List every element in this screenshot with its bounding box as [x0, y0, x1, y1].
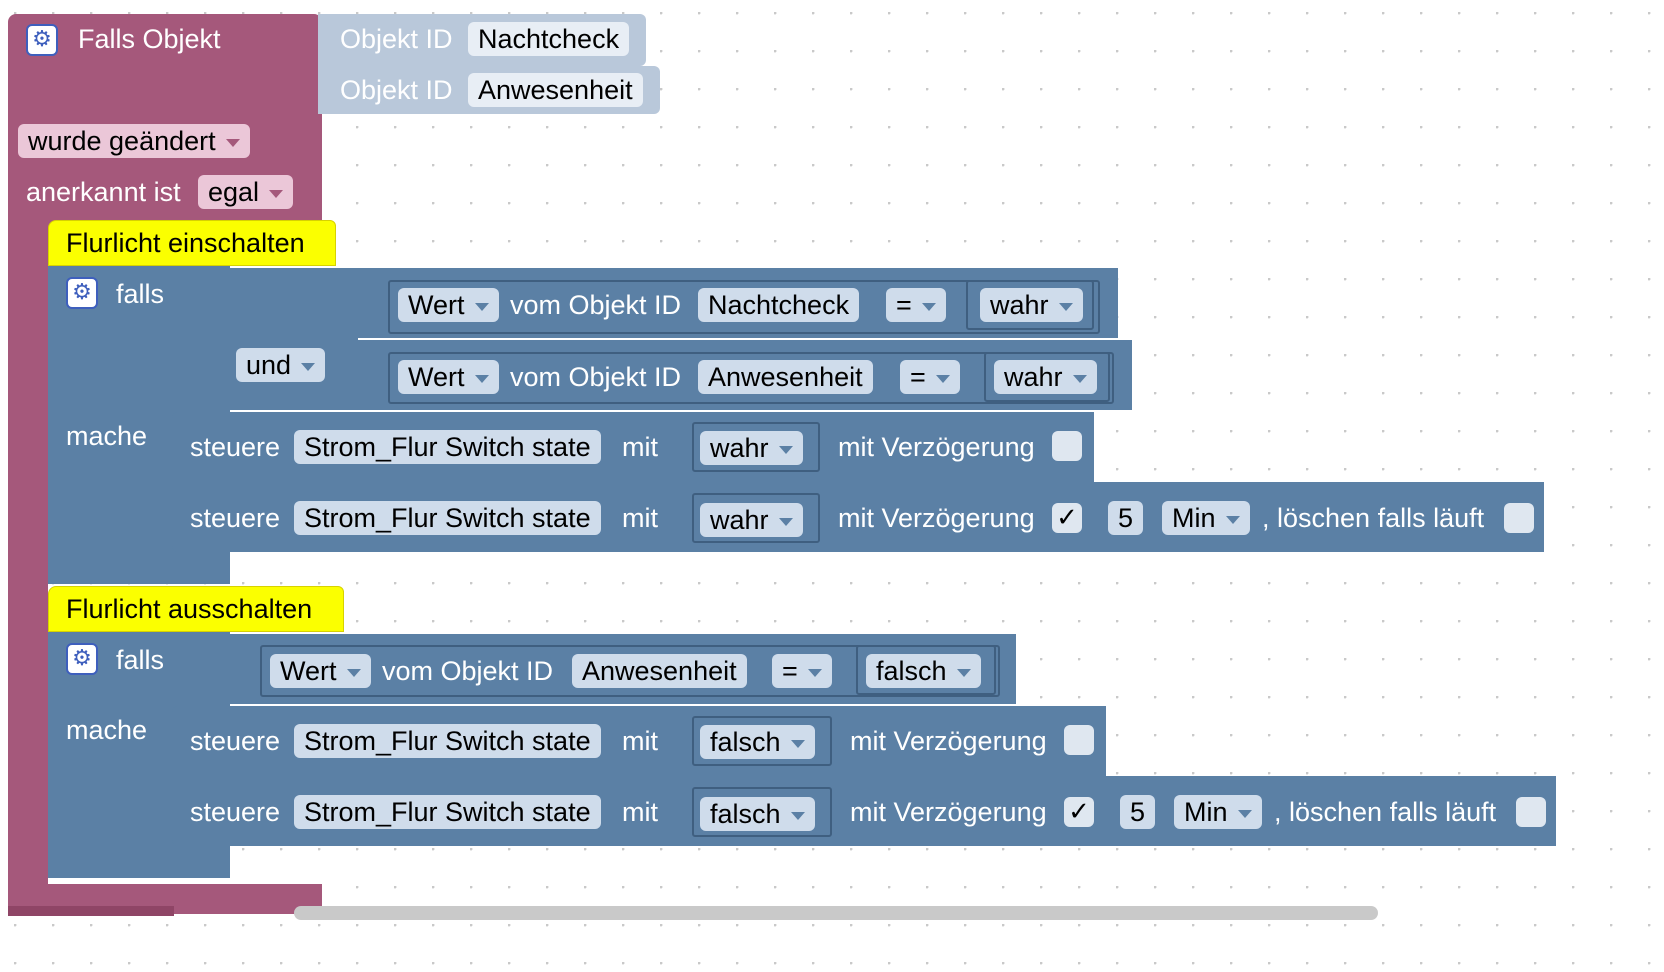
- delay-checkbox-off-2[interactable]: ✓: [1064, 797, 1094, 827]
- with-label-off-1: mit: [622, 726, 658, 756]
- ack-label: anerkannt ist: [26, 177, 181, 207]
- compare-1-slot: [388, 280, 1100, 334]
- value-dropdown-2[interactable]: Wert: [398, 360, 499, 394]
- delay-label-off-2: mit Verzögerung: [850, 797, 1047, 827]
- object-field-1[interactable]: Nachtcheck: [698, 288, 860, 322]
- delay-value-off-2[interactable]: 5: [1120, 795, 1156, 829]
- delay-label-on-2: mit Verzögerung: [838, 503, 1035, 533]
- clear-checkbox-on-2[interactable]: [1504, 503, 1534, 533]
- of-object-label-2: vom Objekt ID: [510, 362, 682, 392]
- delay-label-on-1: mit Verzögerung: [838, 432, 1035, 462]
- comment-off-text[interactable]: Flurlicht ausschalten: [66, 594, 313, 624]
- with-label-off-2: mit: [622, 797, 658, 827]
- with-label-on-1: mit: [622, 432, 658, 462]
- target-field-off-2[interactable]: Strom_Flur Switch state: [294, 795, 601, 829]
- comment-off-block[interactable]: [48, 586, 344, 632]
- ack-dropdown[interactable]: egal: [198, 175, 294, 209]
- bool-dropdown-on-2[interactable]: wahr: [700, 503, 803, 537]
- comment-on-text[interactable]: Flurlicht einschalten: [66, 228, 305, 258]
- if-off-settings-gear-icon[interactable]: ⚙: [66, 643, 98, 675]
- bool-slot-2: [984, 352, 1110, 402]
- delay-checkbox-on-2[interactable]: ✓: [1052, 503, 1082, 533]
- unit-dropdown-off-2[interactable]: Min: [1174, 795, 1262, 829]
- event-title: Falls Objekt: [78, 24, 221, 54]
- equals-dropdown-2[interactable]: =: [900, 360, 960, 394]
- object-field-3[interactable]: Anwesenheit: [572, 654, 747, 688]
- object-id-label-1: Objekt ID: [340, 24, 453, 54]
- bool-slot-off-1: [692, 716, 832, 766]
- do-off-label: mache: [66, 715, 148, 745]
- with-label-on-2: mit: [622, 503, 658, 533]
- comment-on-block[interactable]: [48, 220, 336, 266]
- compare-3-slot: [260, 645, 1000, 697]
- bool-dropdown-on-1[interactable]: wahr: [700, 431, 803, 465]
- horizontal-scrollbar[interactable]: [294, 906, 1378, 920]
- clear-label-off-2: , löschen falls läuft: [1274, 797, 1497, 827]
- delay-label-off-1: mit Verzögerung: [850, 726, 1047, 756]
- bool-dropdown-off-1[interactable]: falsch: [700, 725, 815, 759]
- clear-checkbox-off-2[interactable]: [1516, 797, 1546, 827]
- bool-slot-3: [856, 645, 996, 695]
- bool-dropdown-off-2[interactable]: falsch: [700, 797, 815, 831]
- control-label-off-1: steuere: [190, 726, 281, 756]
- compare-2-slot: [388, 352, 1114, 404]
- if-on-label: falls: [116, 279, 165, 309]
- bool-slot-1: [966, 280, 1094, 330]
- object-id-field-2[interactable]: Anwesenheit: [468, 73, 643, 107]
- equals-dropdown-3[interactable]: =: [772, 654, 832, 688]
- condition-dropdown[interactable]: wurde geändert: [18, 124, 250, 158]
- if-on-settings-gear-icon[interactable]: ⚙: [66, 277, 98, 309]
- and-block[interactable]: [228, 268, 358, 410]
- if-block-off-bottom: [48, 846, 228, 876]
- delay-checkbox-on-1[interactable]: [1052, 431, 1082, 461]
- object-field-2[interactable]: Anwesenheit: [698, 360, 873, 394]
- object-id-label-2: Objekt ID: [340, 75, 453, 105]
- unit-dropdown-on-2[interactable]: Min: [1162, 501, 1250, 535]
- bool-slot-off-2: [692, 787, 832, 837]
- control-label-on-1: steuere: [190, 432, 281, 462]
- clear-label-on-2: , löschen falls läuft: [1262, 503, 1485, 533]
- control-label-on-2: steuere: [190, 503, 281, 533]
- target-field-on-2[interactable]: Strom_Flur Switch state: [294, 501, 601, 535]
- value-dropdown-3[interactable]: Wert: [270, 654, 371, 688]
- bool-dropdown-2[interactable]: wahr: [994, 360, 1097, 394]
- bool-slot-on-1: [692, 422, 820, 472]
- value-dropdown-1[interactable]: Wert: [398, 288, 499, 322]
- if-off-label: falls: [116, 645, 165, 675]
- event-block-spine: [8, 230, 48, 890]
- equals-dropdown-1[interactable]: =: [886, 288, 946, 322]
- bool-dropdown-1[interactable]: wahr: [980, 288, 1083, 322]
- delay-value-on-2[interactable]: 5: [1108, 501, 1144, 535]
- delay-checkbox-off-1[interactable]: [1064, 725, 1094, 755]
- bool-dropdown-3[interactable]: falsch: [866, 654, 981, 688]
- do-on-label: mache: [66, 421, 148, 451]
- event-block-footer: [8, 906, 174, 916]
- if-block-on-bottom: [48, 552, 228, 584]
- target-field-off-1[interactable]: Strom_Flur Switch state: [294, 724, 601, 758]
- event-settings-gear-icon[interactable]: ⚙: [26, 24, 58, 56]
- and-dropdown[interactable]: und: [236, 348, 326, 382]
- object-id-field-1[interactable]: Nachtcheck: [468, 22, 630, 56]
- of-object-label-1: vom Objekt ID: [510, 290, 682, 320]
- target-field-on-1[interactable]: Strom_Flur Switch state: [294, 430, 601, 464]
- of-object-label-3: vom Objekt ID: [382, 656, 554, 686]
- control-label-off-2: steuere: [190, 797, 281, 827]
- bool-slot-on-2: [692, 493, 820, 543]
